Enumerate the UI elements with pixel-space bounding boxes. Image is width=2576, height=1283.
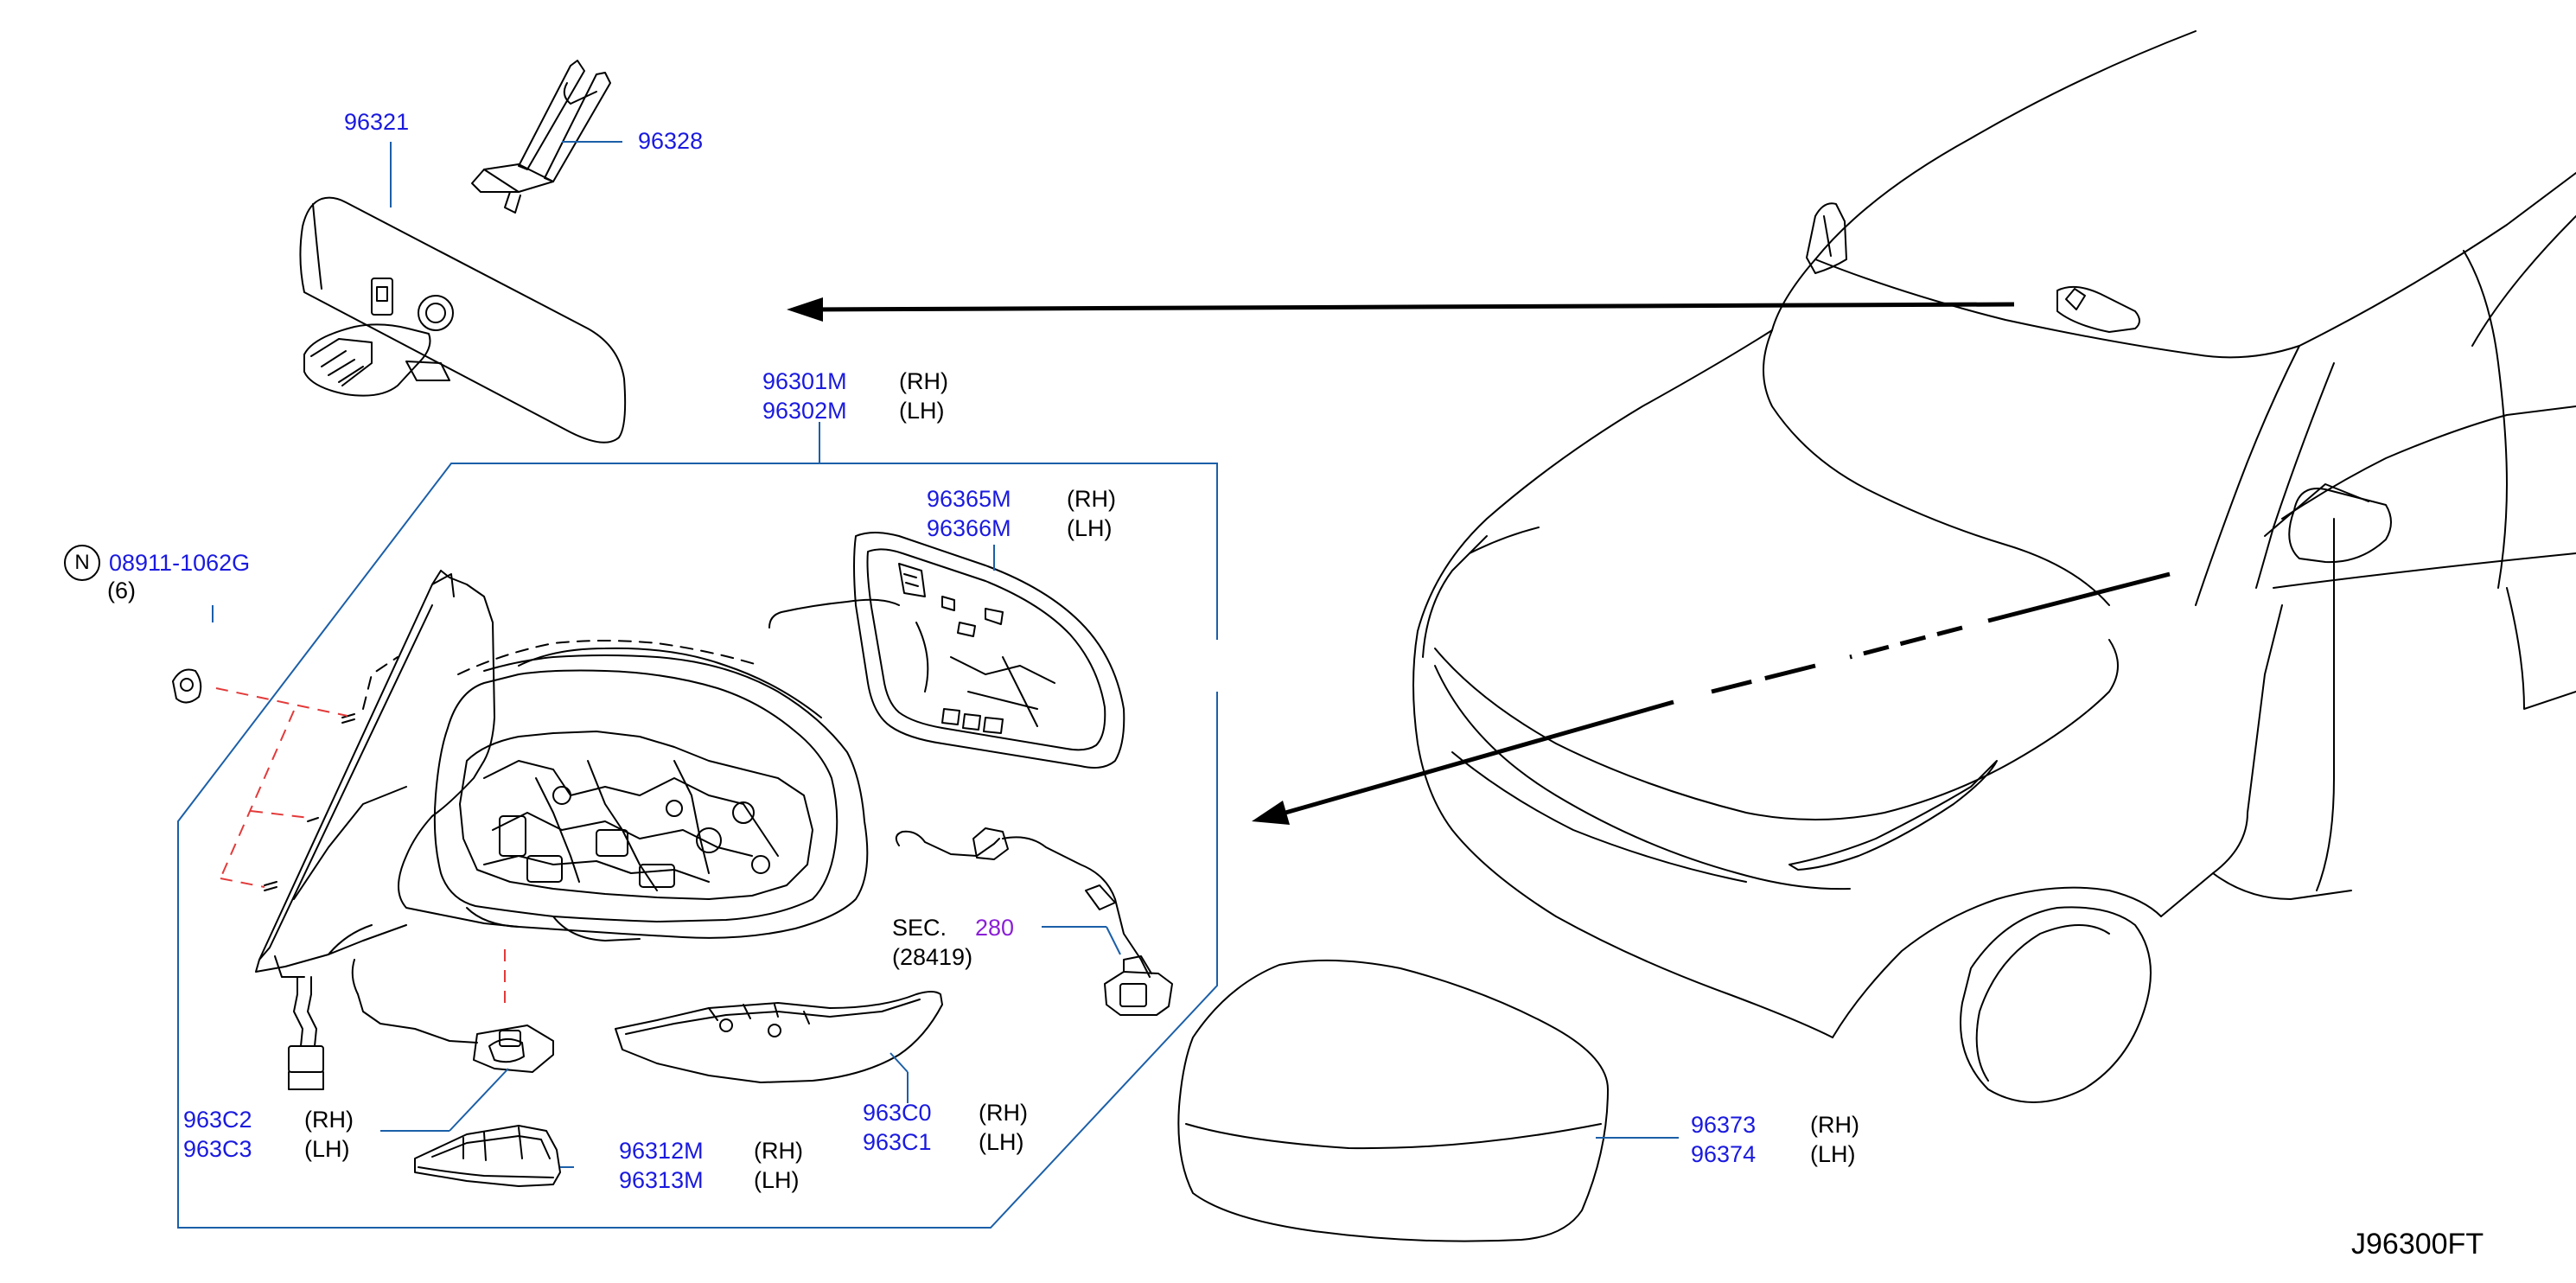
part-label-963C0[interactable]: 963C0	[863, 1100, 932, 1126]
mounting-dashed-lines	[215, 687, 506, 1008]
turn-lamp-drawing	[615, 991, 943, 1083]
part-label-963C1[interactable]: 963C1	[863, 1129, 932, 1155]
arrow-door-mirror	[1278, 571, 2171, 817]
side-label-rh: (RH)	[979, 1100, 1028, 1126]
arrowhead-door-mirror	[1252, 801, 1290, 825]
leader-lines	[177, 141, 1679, 1229]
part-label-96374[interactable]: 96374	[1691, 1141, 1757, 1167]
section-sub-number: (28419)	[892, 944, 973, 970]
part-label-96321[interactable]: 96321	[344, 109, 410, 135]
side-label-lh: (LH)	[754, 1167, 800, 1193]
arrows	[787, 297, 2171, 825]
side-label-rh: (RH)	[304, 1107, 354, 1133]
side-label-rh: (RH)	[1067, 486, 1116, 512]
lamp-cover-drawing	[414, 1125, 561, 1187]
side-label-lh: (LH)	[1067, 515, 1113, 541]
side-label-lh: (LH)	[899, 398, 945, 424]
mirror-hidden-outline	[362, 640, 762, 710]
part-label-963C2[interactable]: 963C2	[183, 1107, 252, 1133]
part-label-96312M[interactable]: 96312M	[619, 1138, 704, 1164]
section-link-280[interactable]: 280	[975, 915, 1015, 941]
inside-mirror-drawing	[299, 196, 627, 444]
mirror-cover-drawing	[1177, 959, 1609, 1242]
door-mirror-body-drawing	[255, 570, 869, 1090]
diagram-code: J96300FT	[2351, 1228, 2484, 1261]
part-label-963C3[interactable]: 963C3	[183, 1136, 252, 1162]
part-label-08911-1062G[interactable]: 08911-1062G	[109, 550, 251, 576]
part-label-96365M[interactable]: 96365M	[927, 486, 1011, 512]
side-label-lh: (LH)	[1810, 1141, 1856, 1167]
part-label-96366M[interactable]: 96366M	[927, 515, 1011, 541]
side-label-lh: (LH)	[304, 1136, 350, 1162]
side-lamp-drawing	[351, 959, 554, 1073]
part-label-96373[interactable]: 96373	[1691, 1112, 1757, 1138]
nut-quantity: (6)	[107, 578, 136, 603]
mirror-glass-drawing	[768, 532, 1125, 769]
nut-prefix-circle: N	[64, 545, 100, 581]
part-label-96302M[interactable]: 96302M	[762, 398, 847, 424]
mirror-clip-drawing	[471, 60, 611, 214]
part-label-96313M[interactable]: 96313M	[619, 1167, 704, 1193]
harness-drawing	[895, 827, 1173, 1016]
side-label-rh: (RH)	[899, 368, 948, 394]
arrow-inside-mirror	[807, 302, 2015, 312]
side-label-rh: (RH)	[754, 1138, 803, 1164]
nut-drawing	[171, 668, 202, 704]
section-label: SEC.	[892, 915, 947, 941]
vehicle-drawing	[1412, 30, 2576, 1103]
arrowhead-inside-mirror	[787, 297, 823, 322]
part-label-96328[interactable]: 96328	[638, 128, 704, 154]
side-label-rh: (RH)	[1810, 1112, 1859, 1138]
side-label-lh: (LH)	[979, 1129, 1024, 1155]
part-label-96301M[interactable]: 96301M	[762, 368, 847, 394]
